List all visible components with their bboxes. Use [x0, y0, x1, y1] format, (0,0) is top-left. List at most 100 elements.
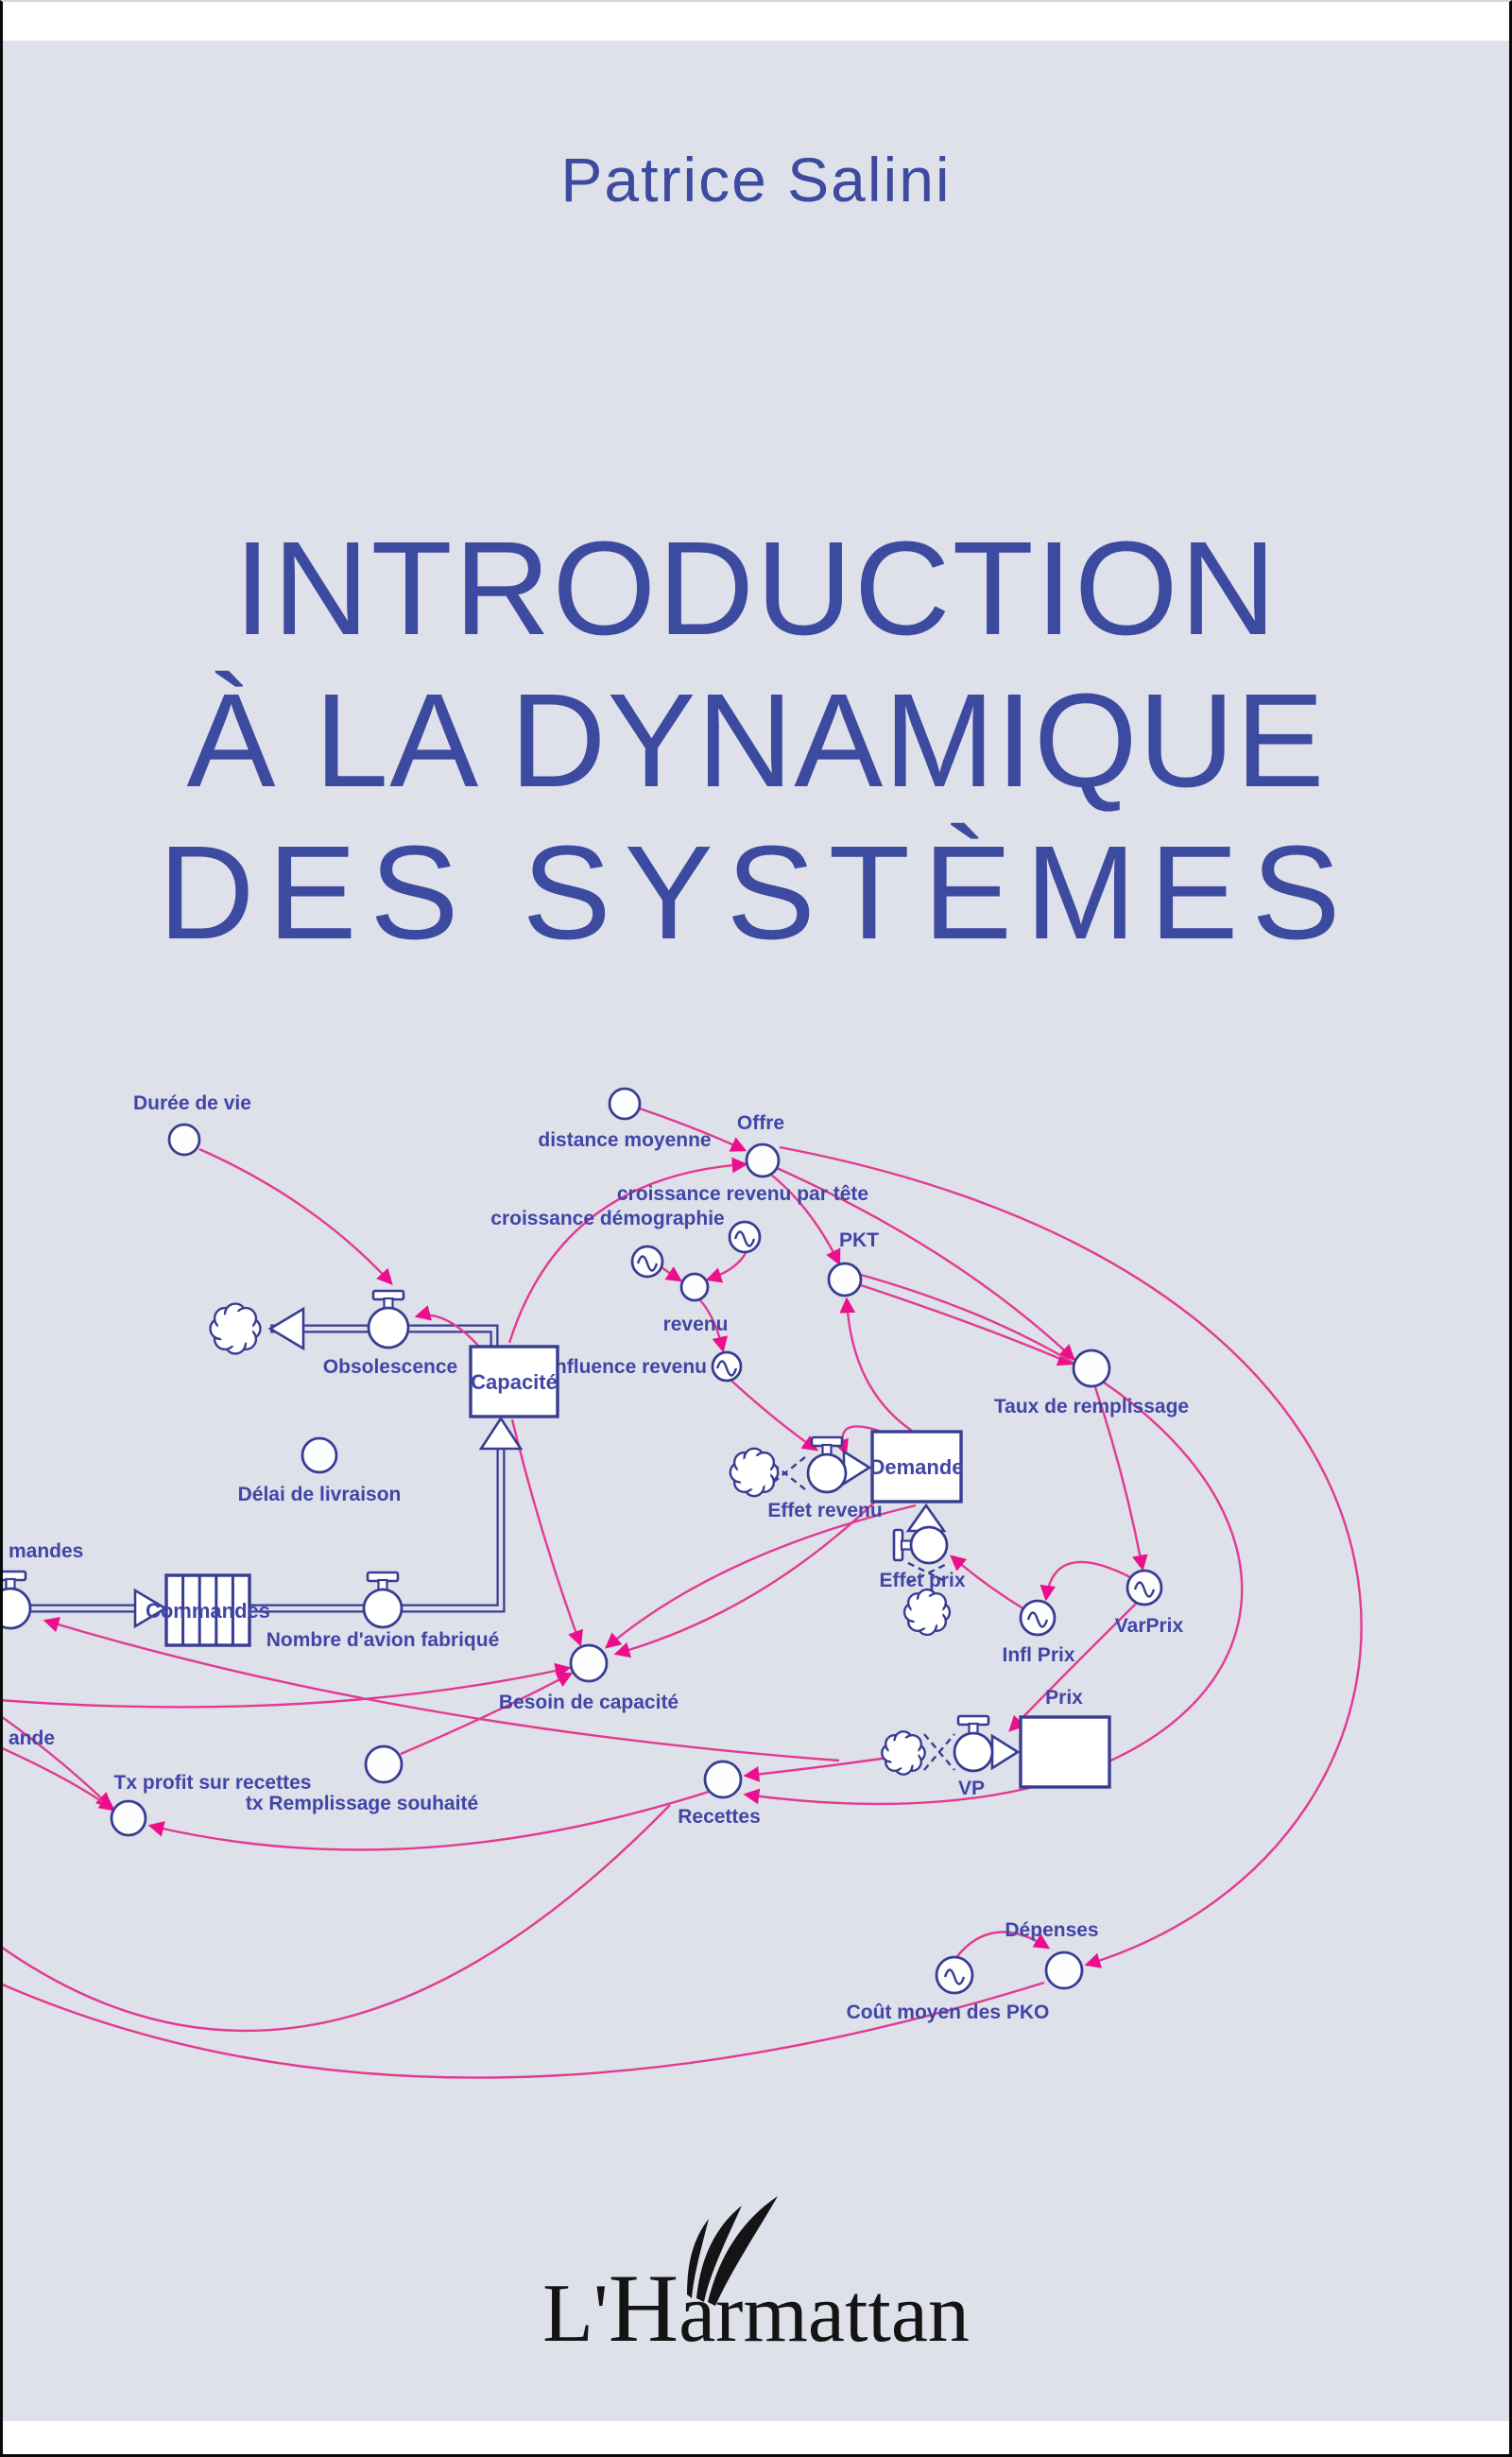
- causal-link-16: [1008, 1602, 1138, 1732]
- label-infl-prix: Infl Prix: [1002, 1644, 1074, 1666]
- label-taux-de-remplissage: Taux de remplissage: [994, 1396, 1189, 1418]
- cloud-core: [911, 1596, 943, 1628]
- node-valve-bord-gauche: [3, 1587, 32, 1630]
- label-effet-revenu: Effet revenu: [767, 1500, 882, 1521]
- causal-link-24: [605, 1503, 917, 1649]
- node-tx-remplissage-souhaite: [364, 1744, 404, 1784]
- causal-link-17: [743, 1273, 1244, 1805]
- node-effet-revenu: [806, 1452, 848, 1494]
- label-effet-prix: Effet prix: [879, 1570, 965, 1591]
- node-distance-moyenne: [608, 1087, 642, 1121]
- causal-link-31: [3, 1746, 116, 1812]
- label-duree-de-vie: Durée de vie: [133, 1092, 251, 1114]
- title-line-2: À LA DYNAMIQUE: [186, 665, 1326, 815]
- label-recettes: Recettes: [678, 1806, 761, 1828]
- sine-icon: [1133, 1581, 1156, 1598]
- stock-label-capacite: Capacité: [471, 1370, 558, 1394]
- causal-link-27: [3, 1662, 572, 1709]
- label-besoin-de-capacite: Besoin de capacité: [499, 1692, 679, 1713]
- label-croissance-demographie: croissance démographie: [490, 1208, 724, 1229]
- node-duree-de-vie: [167, 1123, 201, 1157]
- label-pkt: PKT: [839, 1229, 879, 1251]
- sine-icon: [715, 1360, 738, 1377]
- causal-link-10: [730, 1380, 819, 1452]
- publisher-name-prefix: L': [542, 2268, 609, 2360]
- node-offre: [745, 1143, 781, 1178]
- node-revenu: [679, 1272, 710, 1302]
- flow-arrowhead: [267, 1306, 305, 1351]
- causal-link-3: [507, 1157, 748, 1344]
- publisher-name-rest: armattan: [679, 2268, 970, 2360]
- stock-label-demande: Demande: [869, 1455, 963, 1479]
- label-nombre-davion-fabrique: Nombre d'avion fabriqué: [266, 1629, 500, 1651]
- flow-arrowhead: [133, 1588, 168, 1629]
- sine-icon: [1026, 1611, 1049, 1628]
- sine-icon: [733, 1230, 756, 1247]
- dashed-link: [923, 1733, 955, 1771]
- node-depenses: [1044, 1950, 1084, 1990]
- flow-pipe-core: [249, 1446, 504, 1611]
- cloud-core: [888, 1738, 919, 1768]
- flow-pipe-core: [270, 1326, 497, 1347]
- label-influence-revenu: influence revenu: [549, 1356, 707, 1378]
- title-line-1: INTRODUCTION: [233, 513, 1279, 662]
- node-commandes: [164, 1573, 251, 1647]
- flow-arrowhead: [842, 1449, 872, 1486]
- causal-link-13: [1093, 1386, 1148, 1572]
- causal-link-5: [776, 1166, 1075, 1361]
- label-offre: Offre: [737, 1112, 784, 1134]
- causal-link-2: [639, 1107, 747, 1152]
- causal-link-28: [43, 1617, 840, 1762]
- causal-link-11: [833, 1425, 880, 1456]
- label-varprix: VarPrix: [1115, 1615, 1184, 1637]
- stock-label-commandes: Commandes: [146, 1599, 270, 1623]
- author-name: Patrice Salini: [560, 145, 952, 215]
- flow-pipe: [249, 1446, 506, 1613]
- causal-link-0: [198, 1147, 393, 1285]
- publisher-logo: L'Harmattan: [3, 2253, 1509, 2364]
- dashed-link: [907, 1561, 950, 1585]
- causal-link-14: [1040, 1560, 1131, 1602]
- causal-link-25: [510, 1418, 584, 1647]
- label-delai-de-livraison: Délai de livraison: [238, 1484, 402, 1505]
- causal-link-15: [950, 1555, 1025, 1611]
- cloud-core: [737, 1455, 771, 1489]
- dashed-link: [907, 1561, 950, 1585]
- causal-link-30: [3, 1981, 1045, 2079]
- sine-icon: [943, 1968, 966, 1985]
- causal-link-8: [705, 1252, 747, 1283]
- causal-link-29: [3, 1804, 671, 2033]
- causal-link-23: [613, 1500, 877, 1658]
- dashed-link: [764, 1456, 806, 1490]
- label-obsolescence: Obsolescence: [323, 1356, 457, 1378]
- label-tx-remplissage-souhaite: tx Remplissage souhaité: [246, 1793, 478, 1814]
- flow-arrowhead: [478, 1416, 524, 1451]
- label-label-ande: ande: [9, 1727, 55, 1749]
- label-croissance-revenu-par-tete: croissance revenu par tête: [617, 1183, 868, 1205]
- causal-link-7: [661, 1266, 683, 1282]
- node-recettes: [703, 1760, 743, 1799]
- cloud-core: [217, 1311, 253, 1347]
- feather-icon: [687, 2196, 778, 2306]
- causal-link-6: [860, 1283, 1074, 1366]
- node-tx-profit-sur-recettes: [110, 1799, 147, 1837]
- causal-link-18: [779, 1145, 1363, 1968]
- causal-link-21: [147, 1790, 710, 1851]
- system-dynamics-diagram: Durée de vie distance moyenne Offre croissa…: [3, 1087, 1363, 2079]
- causal-link-12: [839, 1297, 913, 1432]
- node-demande: [870, 1430, 963, 1503]
- node-pkt: [827, 1262, 863, 1297]
- causal-link-1: [414, 1305, 481, 1349]
- label-distance-moyenne: distance moyenne: [538, 1129, 711, 1151]
- node-prix: [1019, 1715, 1111, 1789]
- node-delai-de-livraison: [301, 1436, 338, 1474]
- publisher-name-h: H: [608, 2255, 679, 2362]
- book-title: INTRODUCTION À LA DYNAMIQUE DES SYSTÈMES: [3, 512, 1509, 969]
- node-vp: [953, 1731, 994, 1773]
- node-taux-de-remplissage: [1072, 1349, 1111, 1388]
- node-capacite: [469, 1345, 559, 1418]
- causal-link-9: [699, 1299, 729, 1353]
- causal-link-19: [956, 1931, 1051, 1957]
- flow-arrowhead: [990, 1733, 1021, 1771]
